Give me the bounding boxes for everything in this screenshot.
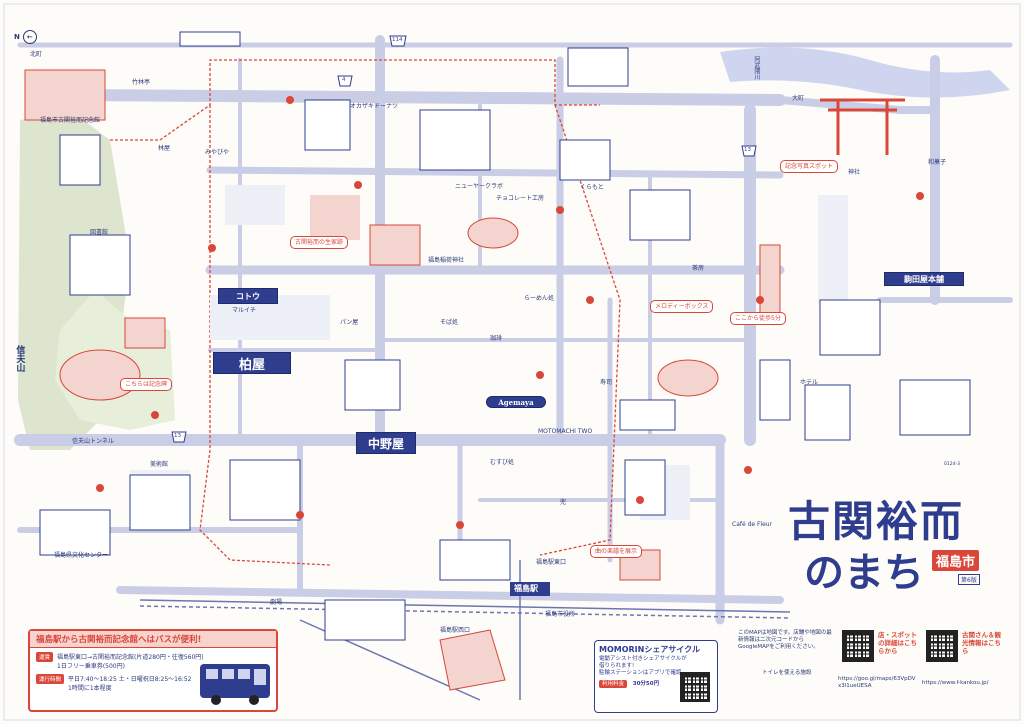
sign-koukyu[interactable]: コトウ: [218, 288, 278, 304]
label-kuramoto[interactable]: くらもと: [580, 184, 604, 191]
torii-gate-icon: [820, 98, 905, 155]
qr-code-kankou[interactable]: [926, 630, 958, 662]
qr-kankou-label: 古関さん＆観光情報はこちら: [962, 631, 1001, 655]
label-fukushima-inari[interactable]: 福島稲荷神社: [428, 257, 465, 264]
label-hayashi[interactable]: 林屋: [158, 145, 171, 152]
callout-photo-spot: 記念写真スポット: [780, 160, 839, 174]
label-tea[interactable]: 茶房: [692, 265, 705, 272]
toilet-note: トイレを使える施設: [762, 670, 812, 676]
highlight-spots: [24, 69, 781, 691]
label-higashiguchi[interactable]: 福島駅東口: [536, 559, 567, 566]
sign-torii-shop[interactable]: 駒田屋本舗: [884, 272, 964, 286]
station-marker: [510, 582, 550, 596]
title-city: 福島市: [932, 550, 980, 571]
bus-icon: [200, 664, 270, 705]
cycle-title: MOMORINシェアサイクル: [599, 645, 700, 654]
bus-fare-key: 運賃: [36, 652, 54, 662]
title-sub: のまち: [804, 549, 924, 596]
north-arrow-icon: ←: [22, 30, 37, 44]
map-note: このMAPは地図です。店舗や地図の最新情報は二次元コードからGoogleMAPを…: [738, 630, 832, 651]
label-shinobu-tunnel: 信夫山トンネル: [72, 438, 114, 445]
label-motomachi[interactable]: MOTOMACHI TWO: [538, 428, 593, 435]
bus-fare-row: 運賃 福島駅東口→古関裕而記念館(片道280円・往復560円)1日フリー乗車券(…: [36, 652, 270, 670]
route-13-east: 13: [744, 147, 751, 153]
label-marui[interactable]: マルイチ: [232, 307, 257, 314]
label-cafe[interactable]: Café de Fleur: [732, 521, 773, 528]
sign-nakanoya[interactable]: 中野屋: [356, 432, 416, 454]
label-kenmin-hall[interactable]: 福島県文化センター: [54, 552, 109, 559]
label-coffee[interactable]: 珈琲: [490, 335, 503, 342]
label-sweets[interactable]: 和菓子: [928, 159, 947, 166]
label-musubi[interactable]: むすび処: [490, 459, 515, 466]
label-station[interactable]: 福島駅: [514, 584, 538, 593]
qr-code-maps[interactable]: [842, 630, 874, 662]
label-soba[interactable]: そば処: [440, 319, 459, 326]
title-edition: 第6版: [958, 574, 980, 585]
label-bakery[interactable]: パン屋: [340, 319, 359, 326]
bus-info-title: 福島駅から古関裕而記念館へはバスが便利!: [30, 631, 276, 648]
label-kitamachi: 北町: [30, 51, 43, 58]
compass-label: N: [14, 33, 20, 41]
cycle-station-pins: [96, 96, 924, 529]
label-ramen[interactable]: らーめん処: [524, 295, 555, 302]
label-shinobu-yama: 信夫山: [14, 345, 25, 372]
label-museum[interactable]: 美術館: [150, 461, 169, 468]
callout-monument: こちらは記念碑: [120, 378, 173, 392]
label-sushi[interactable]: 寿司: [600, 379, 613, 386]
label-okazaki[interactable]: オカザキドーナツ: [350, 103, 399, 110]
label-takeya[interactable]: 竹林亭: [132, 79, 151, 86]
callout-birthplace: 古関裕而の生家跡: [290, 236, 349, 250]
cycle-fee-key: 利用料金: [599, 680, 628, 689]
callout-score: 曲の楽譜を展示: [590, 545, 643, 559]
label-city-hall[interactable]: 福島市役所: [545, 611, 576, 618]
bus-time-key: 運行時間: [36, 674, 65, 684]
cycle-qr-code[interactable]: [680, 672, 710, 702]
url-maps[interactable]: https://goo.gl/maps/63VpDVx3l1ueUESA: [838, 676, 916, 690]
map-title: 古関裕而 のまち 福島市 第6版: [782, 468, 1002, 618]
label-nishiguchi[interactable]: 福島駅西口: [440, 627, 471, 634]
label-river: 阿武隈川: [752, 56, 760, 80]
label-hotel[interactable]: ホテル: [800, 379, 819, 386]
cycle-line3: 駐輪ステーションはアプリで確認: [599, 670, 682, 677]
route-114: 114: [392, 37, 403, 43]
title-main: 古関裕而: [788, 497, 965, 546]
label-library[interactable]: 図書館: [90, 229, 109, 236]
cycle-line1: 電動アシスト付きシェアサイクルが: [599, 656, 687, 662]
sign-kashiwa[interactable]: 柏屋: [213, 352, 291, 374]
sign-agemaya[interactable]: Agemaya: [486, 396, 546, 408]
route-4: 4: [342, 77, 346, 83]
label-theater[interactable]: 劇場: [270, 599, 283, 606]
callout-melody-box: メロディーボックス: [650, 300, 714, 314]
bus-fare-text: 福島駅東口→古関裕而記念館(片道280円・往復560円)1日フリー乗車券(500…: [57, 654, 204, 670]
route-shields: [171, 35, 757, 443]
callout-walk-5min: ここから徒歩5分: [730, 312, 786, 326]
label-new-yorker[interactable]: ニューヤークラボ: [455, 183, 504, 190]
route-13-west: 13: [174, 433, 181, 439]
label-kabuto[interactable]: 兜: [560, 499, 567, 506]
label-chocolate[interactable]: チョコレート工房: [496, 195, 545, 202]
cycle-fee: 30分50円: [632, 681, 660, 688]
map-code: 0124-3: [944, 462, 960, 467]
label-kazaki-museum[interactable]: 福島市古関裕而記念館: [40, 117, 101, 124]
label-mitsuya[interactable]: みやびや: [205, 149, 230, 156]
north-indicator: N ←: [14, 30, 37, 44]
cycle-line2: 借りられます!: [599, 663, 635, 670]
label-jinja[interactable]: 神社: [848, 169, 861, 176]
url-kankou[interactable]: https://www.f-kankou.jp/: [922, 680, 989, 686]
label-ohmachi: 大町: [792, 95, 805, 102]
qr-maps-label: 店・スポットの詳細はこちらから: [878, 631, 917, 655]
